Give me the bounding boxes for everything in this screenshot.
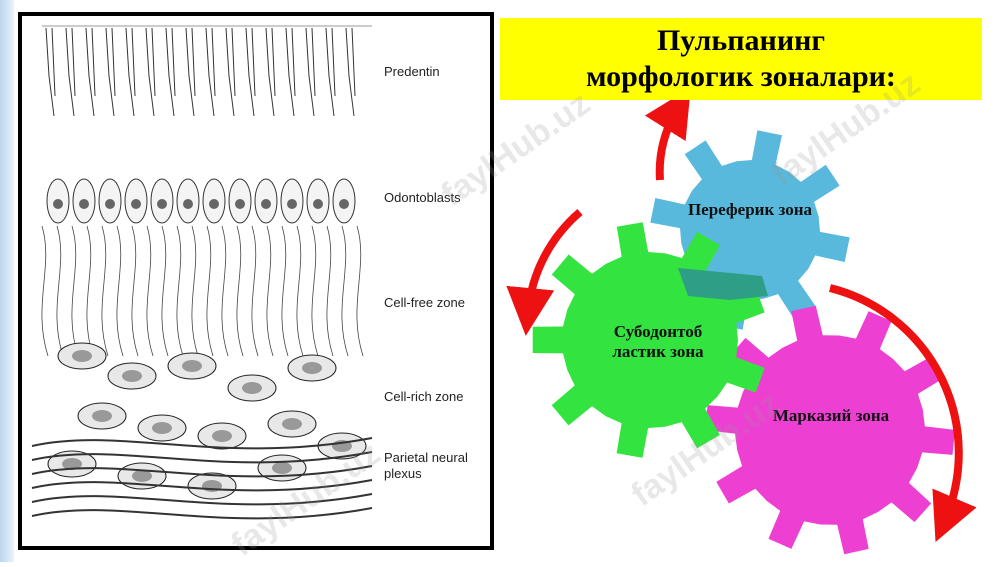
predentin-stroke: [125, 27, 136, 117]
fiber-strand: [71, 225, 79, 357]
gears-svg: [506, 87, 977, 555]
pulp-cell-nucleus: [282, 418, 302, 430]
label-parietal-neural-plexus: Parietal neural plexus: [384, 450, 468, 481]
predentin-stroke: [265, 27, 276, 117]
predentin-stroke: [185, 27, 196, 117]
odontoblast-nucleus: [183, 199, 193, 209]
predentin-stroke: [205, 27, 216, 117]
arrow-left-curved: [506, 208, 583, 336]
predentin-stroke: [45, 27, 56, 117]
label-cell-rich-zone: Cell-rich zone: [384, 389, 464, 404]
fiber-strand: [56, 225, 64, 357]
predentin-stroke: [105, 27, 116, 117]
label-cell-free-zone: Cell-free zone: [384, 295, 465, 310]
fiber-strand: [101, 225, 109, 357]
odontoblast-nucleus: [235, 199, 245, 209]
odontoblast-nucleus: [105, 199, 115, 209]
odontoblast-nucleus: [313, 199, 323, 209]
fiber-strand: [311, 225, 319, 357]
predentin-stroke: [305, 27, 316, 117]
gear-label-central: Марказий зона: [772, 406, 890, 425]
fiber-strand: [41, 225, 49, 357]
predentin-stroke: [225, 27, 236, 117]
nerve-fiber: [31, 437, 373, 450]
nerve-fiber: [31, 507, 373, 520]
pulp-cell-nucleus: [272, 462, 292, 474]
pulp-cell-nucleus: [212, 430, 232, 442]
title-banner: Пульпанинг морфологик зоналари:: [500, 18, 982, 100]
cell-free-zone-fibers: [41, 225, 364, 357]
label-predentin: Predentin: [384, 64, 440, 79]
pulp-cell-nucleus: [152, 422, 172, 434]
fiber-strand: [206, 225, 214, 357]
slide-left-edge: [0, 0, 14, 562]
pulp-cell-nucleus: [62, 458, 82, 470]
pulp-cell-nucleus: [122, 370, 142, 382]
fiber-strand: [236, 225, 244, 357]
gear-diagram: Переферик зона Субодонтоб ластик зона Ма…: [500, 87, 1000, 562]
pulp-cell-nucleus: [182, 360, 202, 372]
nerve-fiber: [31, 493, 373, 506]
fiber-strand: [86, 225, 94, 357]
cell-rich-zone-cells: [47, 342, 367, 500]
odontoblast-layer: [46, 178, 356, 224]
gear-label-peripheral: Переферик зона: [687, 200, 813, 219]
fiber-strand: [296, 225, 304, 357]
odontoblast-nucleus: [339, 199, 349, 209]
nerve-fiber: [31, 479, 373, 492]
pulp-cell-nucleus: [132, 470, 152, 482]
arrow-top-curved: [644, 87, 691, 181]
arrow-right-curved: [829, 284, 977, 543]
predentin-stroke: [325, 27, 336, 117]
fiber-strand: [146, 225, 154, 357]
gear-central-zone: [705, 305, 955, 555]
nerve-fiber: [31, 465, 373, 478]
fiber-strand: [131, 225, 139, 357]
predentin-stroke: [345, 27, 356, 117]
odontoblast-nucleus: [79, 199, 89, 209]
gear-peripheral-zone: [650, 130, 850, 330]
fiber-strand: [116, 225, 124, 357]
predentin-stroke: [65, 27, 76, 117]
nerve-fiber: [31, 451, 373, 464]
pulp-cell-nucleus: [92, 410, 112, 422]
fiber-strand: [176, 225, 184, 357]
odontoblast-nucleus: [209, 199, 219, 209]
fiber-strand: [341, 225, 349, 357]
fiber-strand: [326, 225, 334, 357]
odontoblast-nucleus: [53, 199, 63, 209]
odontoblast-nucleus: [157, 199, 167, 209]
fiber-strand: [266, 225, 274, 357]
histology-drawing: [31, 25, 373, 520]
label-odontoblasts: Odontoblasts: [384, 190, 461, 205]
predentin-layer: [42, 25, 372, 117]
predentin-stroke: [285, 27, 296, 117]
fiber-strand: [251, 225, 259, 357]
fiber-strand: [191, 225, 199, 357]
page-title: Пульпанинг морфологик зоналари:: [586, 24, 896, 93]
pulp-cell-nucleus: [242, 382, 262, 394]
odontoblast-nucleus: [261, 199, 271, 209]
predentin-stroke: [145, 27, 156, 117]
parietal-neural-plexus: [31, 437, 373, 520]
predentin-stroke: [85, 27, 96, 117]
fiber-strand: [221, 225, 229, 357]
gear-label-subodontoblastic: Субодонтоб ластик зона: [612, 322, 704, 361]
predentin-stroke: [245, 27, 256, 117]
pulp-cell-nucleus: [72, 350, 92, 362]
gear-overlap-region: [678, 268, 768, 300]
predentin-stroke: [165, 27, 176, 117]
pulp-cell-nucleus: [302, 362, 322, 374]
pulp-histology-illustration: Predentin Odontoblasts Cell-free zone Ce…: [18, 12, 494, 550]
odontoblast-nucleus: [287, 199, 297, 209]
fiber-strand: [161, 225, 169, 357]
odontoblast-nucleus: [131, 199, 141, 209]
fiber-strand: [356, 225, 364, 357]
fiber-strand: [281, 225, 289, 357]
